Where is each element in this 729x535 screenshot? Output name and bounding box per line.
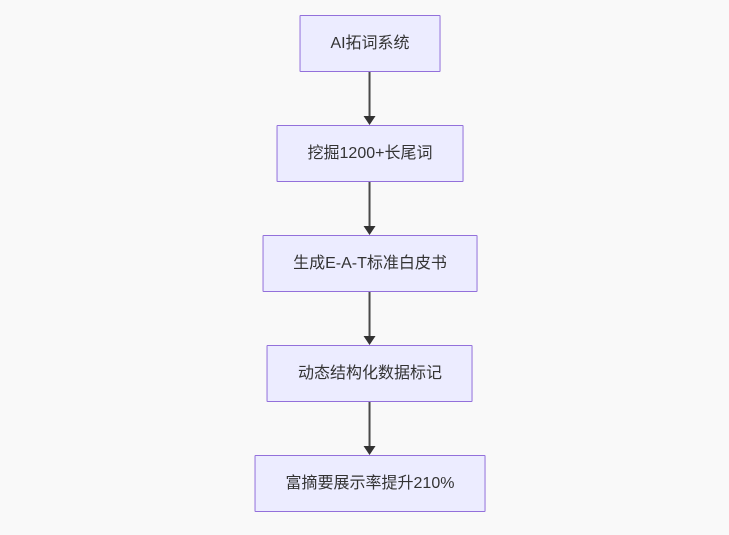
flow-arrow-3 — [364, 292, 376, 345]
flow-node-eat-whitepaper: 生成E-A-T标准白皮书 — [262, 235, 478, 292]
arrow-line — [369, 402, 371, 446]
flow-arrow-1 — [364, 72, 376, 125]
arrow-head-icon — [364, 446, 376, 455]
arrow-line — [369, 182, 371, 226]
arrow-head-icon — [364, 226, 376, 235]
flow-node-rich-snippet-result: 富摘要展示率提升210% — [254, 455, 486, 512]
flow-node-ai-keyword-system: AI拓词系统 — [299, 15, 441, 72]
arrow-head-icon — [364, 336, 376, 345]
flow-node-longtail-mining: 挖掘1200+长尾词 — [276, 125, 464, 182]
arrow-line — [369, 72, 371, 116]
flowchart: AI拓词系统 挖掘1200+长尾词 生成E-A-T标准白皮书 动态结构化数据标记… — [254, 15, 486, 512]
flow-node-structured-data-markup: 动态结构化数据标记 — [266, 345, 473, 402]
arrow-line — [369, 292, 371, 336]
flow-arrow-4 — [364, 402, 376, 455]
flow-arrow-2 — [364, 182, 376, 235]
arrow-head-icon — [364, 116, 376, 125]
